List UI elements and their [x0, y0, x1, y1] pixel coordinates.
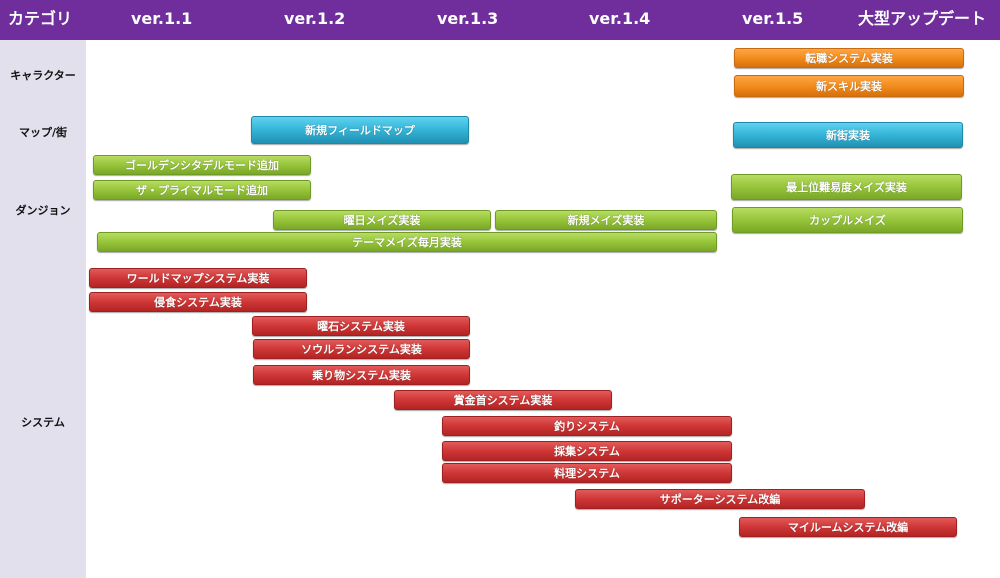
- timeline-bar: 新規フィールドマップ: [251, 116, 469, 144]
- timeline-bar: 新スキル実装: [734, 75, 964, 97]
- timeline-bar: 賞金首システム実装: [394, 390, 612, 410]
- category-label-system: システム: [21, 416, 65, 429]
- timeline-bar: 料理システム: [442, 463, 732, 483]
- timeline-bar: サポーターシステム改編: [575, 489, 865, 509]
- timeline-bar: ソウルランシステム実装: [253, 339, 470, 359]
- timeline-bar: 曜日メイズ実装: [273, 210, 491, 230]
- timeline-bar: 新規メイズ実装: [495, 210, 717, 230]
- timeline-bar: テーマメイズ毎月実装: [97, 232, 717, 252]
- timeline-bar: マイルームシステム改編: [739, 517, 957, 537]
- version-header-1-2: ver.1.2: [284, 9, 346, 28]
- timeline-bar: ワールドマップシステム実装: [89, 268, 307, 288]
- category-label-map: マップ/街: [18, 126, 68, 139]
- timeline-header: カテゴリ ver.1.1 ver.1.2 ver.1.3 ver.1.4 ver…: [0, 0, 1000, 40]
- timeline-bar: 釣りシステム: [442, 416, 732, 436]
- timeline-bar: 新街実装: [733, 122, 963, 148]
- category-label-character: キャラクター: [10, 69, 76, 82]
- version-header-major-update: 大型アップデート: [858, 9, 987, 28]
- timeline-bar: ザ・プライマルモード追加: [93, 180, 311, 200]
- timeline-bar: 採集システム: [442, 441, 732, 461]
- category-sidebar: [0, 40, 86, 578]
- version-header-1-5: ver.1.5: [742, 9, 804, 28]
- category-label-dungeon: ダンジョン: [15, 204, 71, 217]
- timeline-bar: 乗り物システム実装: [253, 365, 470, 385]
- version-header-1-3: ver.1.3: [437, 9, 499, 28]
- timeline-bar: 転職システム実装: [734, 48, 964, 68]
- version-header-1-1: ver.1.1: [131, 9, 193, 28]
- category-column-header: カテゴリ: [8, 9, 73, 28]
- version-header-1-4: ver.1.4: [589, 9, 651, 28]
- timeline-bar: ゴールデンシタデルモード追加: [93, 155, 311, 175]
- timeline-bar: 最上位難易度メイズ実装: [731, 174, 962, 200]
- timeline-bar: 曜石システム実装: [252, 316, 470, 336]
- timeline-bar: カップルメイズ: [732, 207, 963, 233]
- timeline-bar: 侵食システム実装: [89, 292, 307, 312]
